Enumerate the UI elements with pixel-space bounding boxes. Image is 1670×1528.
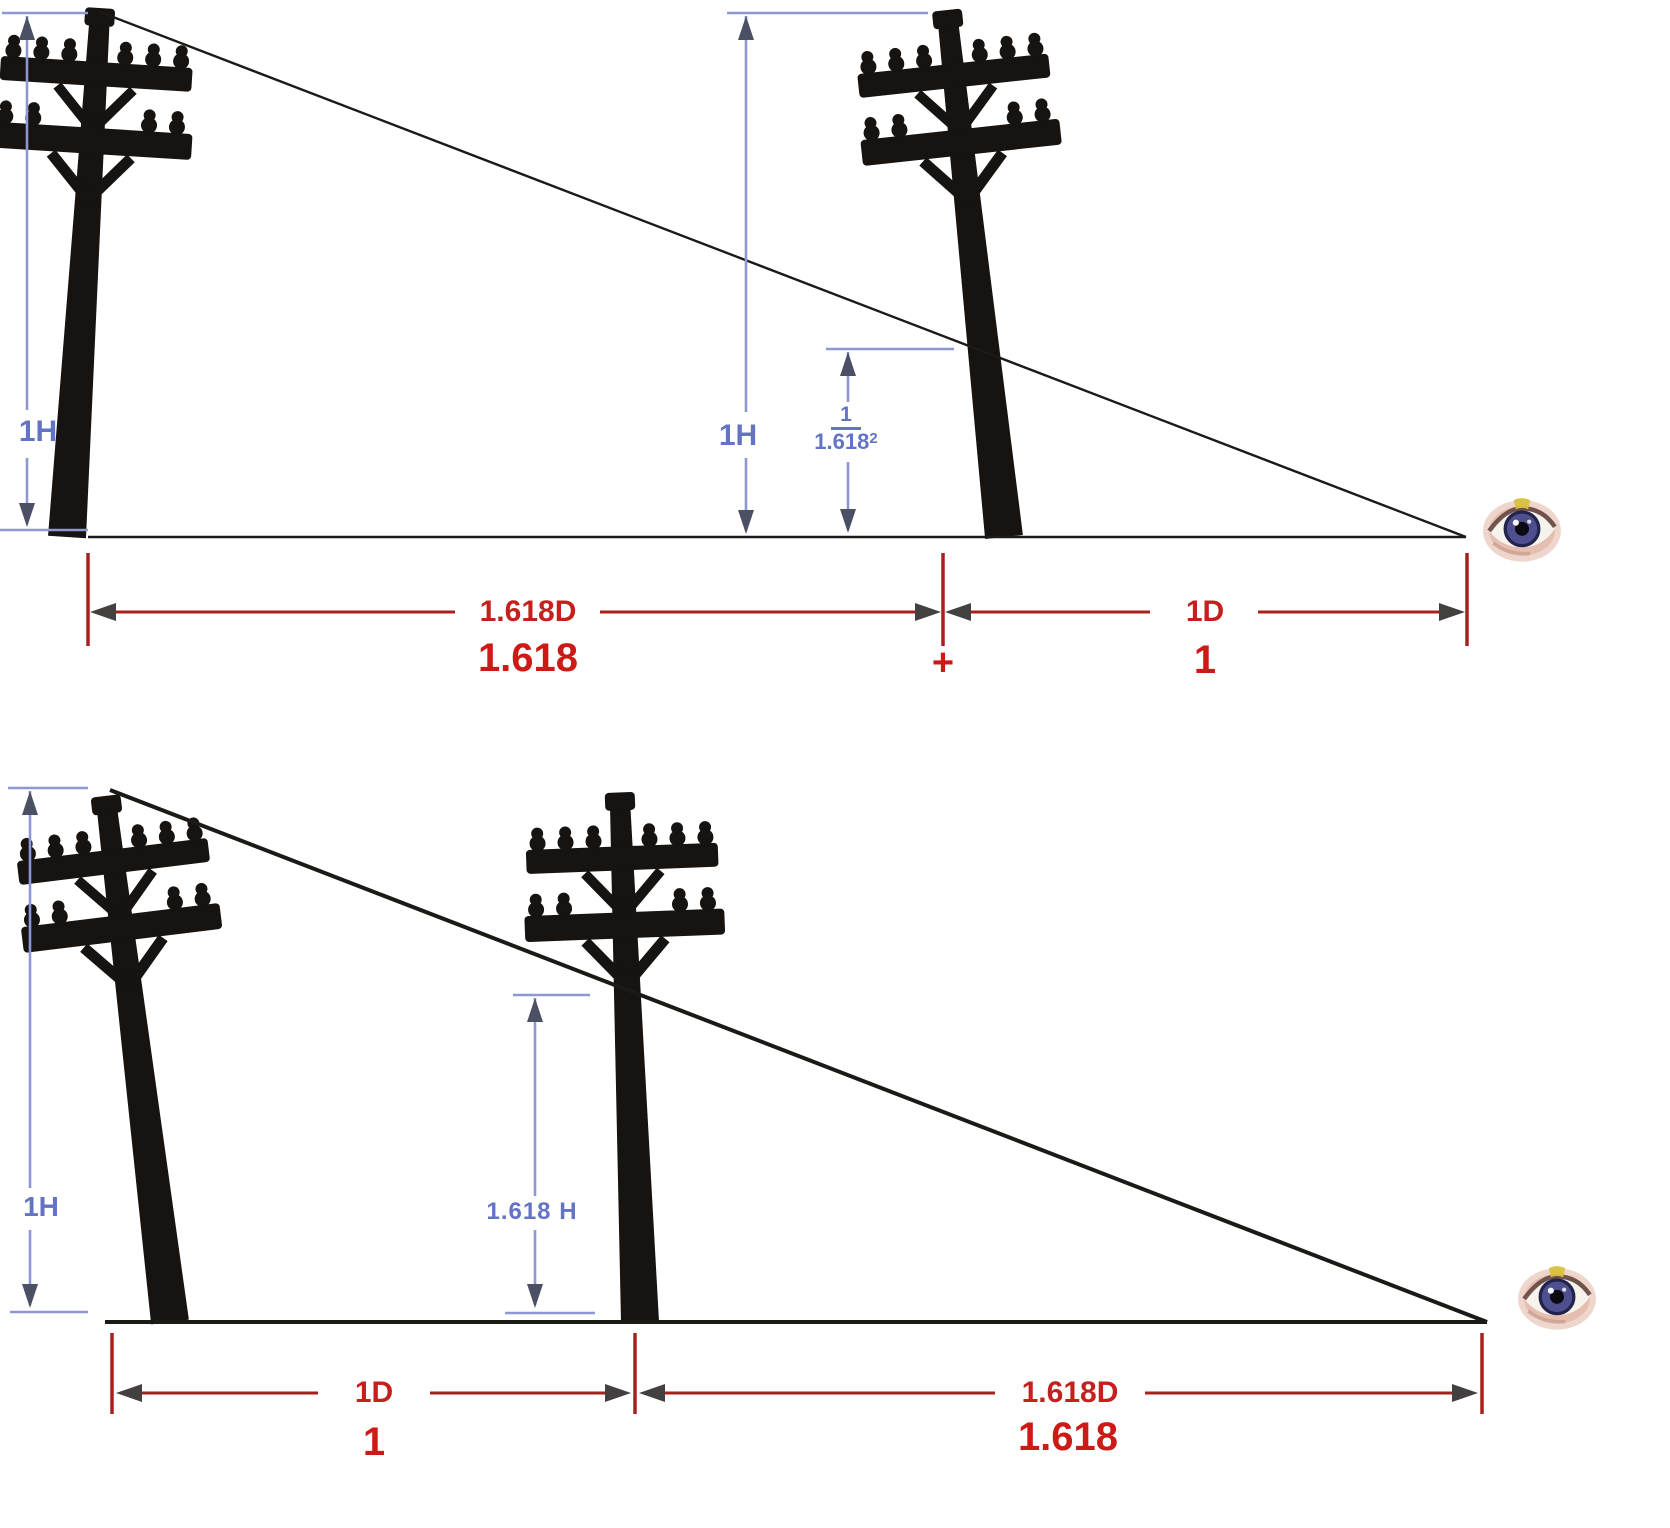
- arrow-left-icon: [90, 603, 116, 621]
- arrow-up-icon: [527, 998, 543, 1022]
- eye-icon: [1483, 498, 1561, 562]
- distance-dimensions: [86, 553, 1469, 646]
- fraction-bar: [831, 427, 861, 430]
- arrow-down-icon: [738, 510, 754, 534]
- far-pole-height-dimension: [8, 786, 88, 1314]
- far-pole: [0, 2, 200, 544]
- arrow-down-icon: [19, 503, 35, 527]
- plus-sign: +: [931, 642, 955, 684]
- arrow-down-icon: [527, 1284, 543, 1308]
- far-ratio-value: 1.618: [477, 636, 579, 680]
- arrow-right-icon: [1452, 1384, 1478, 1402]
- arrow-right-icon: [1439, 603, 1465, 621]
- near-pole-height-dimension: [727, 11, 928, 534]
- arrow-up-icon: [19, 16, 35, 40]
- arrow-down-icon: [22, 1284, 38, 1308]
- intersection-height-dimension: [826, 347, 954, 533]
- far-pole: [6, 784, 269, 1334]
- near-pole: [520, 789, 740, 1326]
- near-pole: [847, 0, 1103, 548]
- near-pole-height-label: 1H: [718, 419, 758, 452]
- apparent-height-label: 1.618 H: [486, 1198, 578, 1225]
- far-pole-height-dimension: [0, 11, 88, 532]
- arrow-left-icon: [116, 1384, 142, 1402]
- top-diagram-art: [0, 0, 1561, 646]
- arrow-right-icon: [915, 603, 941, 621]
- near-ratio-value: 1: [362, 1420, 386, 1464]
- arrow-up-icon: [22, 791, 38, 815]
- far-ratio-value: 1.618: [1017, 1415, 1119, 1459]
- distance-dimensions: [110, 1333, 1484, 1414]
- arrow-up-icon: [840, 352, 856, 376]
- eye-icon: [1518, 1266, 1596, 1330]
- far-distance-label: 1.618D: [1021, 1376, 1119, 1409]
- arrow-left-icon: [639, 1384, 665, 1402]
- near-distance-label: 1D: [1185, 595, 1225, 628]
- fraction-denominator: 1.6182: [814, 429, 878, 454]
- fraction-exponent: 2: [869, 430, 878, 447]
- arrow-down-icon: [840, 509, 856, 533]
- intersection-height-fraction: 1 1.6182: [806, 404, 886, 453]
- apparent-height-dimension: [505, 993, 595, 1315]
- far-pole-height-label: 1H: [23, 1191, 59, 1222]
- near-distance-label: 1D: [354, 1376, 394, 1409]
- arrow-right-icon: [605, 1384, 631, 1402]
- far-pole-height-label: 1H: [18, 415, 58, 448]
- sight-line: [109, 788, 1488, 1324]
- arrow-left-icon: [945, 603, 971, 621]
- bottom-diagram-art: [6, 784, 1596, 1414]
- far-distance-label: 1.618D: [479, 595, 577, 628]
- fraction-numerator: 1: [840, 403, 852, 426]
- near-ratio-value: 1: [1193, 638, 1217, 682]
- arrow-up-icon: [738, 16, 754, 40]
- sight-line: [99, 10, 1467, 539]
